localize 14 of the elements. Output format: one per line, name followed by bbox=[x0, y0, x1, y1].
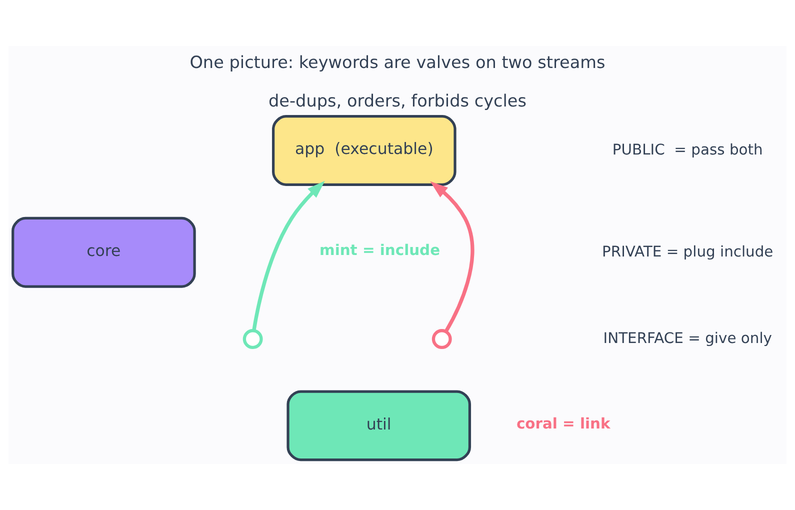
label: INTERFACE = give only bbox=[603, 330, 772, 347]
label: coral = link bbox=[516, 416, 610, 432]
arrow bbox=[430, 181, 474, 332]
node-box: core bbox=[12, 216, 196, 288]
node-circle bbox=[432, 329, 452, 349]
node-circle bbox=[242, 329, 263, 349]
node-box: app (executable) bbox=[272, 115, 456, 186]
node-box: util bbox=[286, 390, 472, 462]
label: PRIVATE = plug include bbox=[602, 243, 774, 260]
arrow bbox=[252, 180, 325, 331]
diagram-title: One picture: keywords are valves on two streams bbox=[190, 52, 606, 72]
label: PUBLIC = pass both bbox=[612, 141, 763, 158]
caption: de-dups, orders, forbids cycles bbox=[268, 90, 527, 111]
label: mint = include bbox=[320, 242, 440, 260]
